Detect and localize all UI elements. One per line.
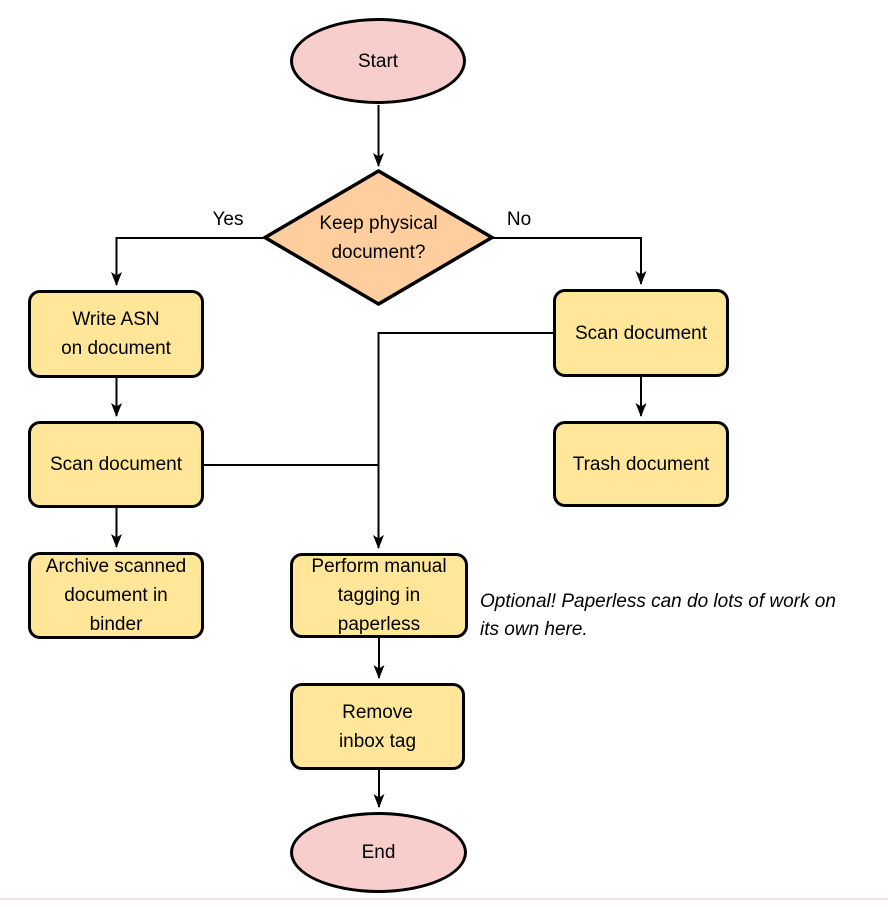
node-trash-document-label: Trash document xyxy=(572,453,710,475)
node-end: End xyxy=(290,812,467,893)
node-scan-document-right-label: Scan document xyxy=(574,322,708,344)
page-bottom-divider xyxy=(0,898,888,900)
annotation-optional-note: Optional! Paperless can do lots of work … xyxy=(480,591,836,640)
decision-diamond-shape xyxy=(261,168,496,307)
decision-label-text: Keep physical document? xyxy=(319,212,438,263)
node-scan-document-left: Scan document xyxy=(28,421,204,508)
node-scan-document-left-label: Scan document xyxy=(49,454,183,475)
node-remove-inbox-tag: Remove inbox tag xyxy=(290,683,465,770)
edge-decision-no-to-scan-right xyxy=(492,237,647,285)
node-manual-tagging-label: Perform manual tagging in paperless xyxy=(311,556,447,635)
node-scan-document-right: Scan document xyxy=(553,289,729,377)
edge-label-no: No xyxy=(506,209,532,230)
edge-scan-right-to-tagging xyxy=(373,332,553,549)
node-trash-document: Trash document xyxy=(553,421,729,507)
node-end-label: End xyxy=(361,842,396,863)
node-remove-inbox-tag-label: Remove inbox tag xyxy=(338,701,417,752)
node-start: Start xyxy=(290,18,466,104)
edge-label-yes: Yes xyxy=(212,209,244,230)
node-start-label: Start xyxy=(357,50,399,72)
node-archive-binder-label: Archive scanned document in binder xyxy=(45,556,187,635)
node-write-asn: Write ASN on document xyxy=(28,290,204,378)
node-decision-label: Keep physical document? xyxy=(288,207,469,268)
node-write-asn-label: Write ASN on document xyxy=(61,309,171,359)
node-archive-binder: Archive scanned document in binder xyxy=(28,552,204,639)
node-manual-tagging: Perform manual tagging in paperless xyxy=(290,553,468,638)
edge-decision-yes-to-write-asn xyxy=(111,237,265,286)
